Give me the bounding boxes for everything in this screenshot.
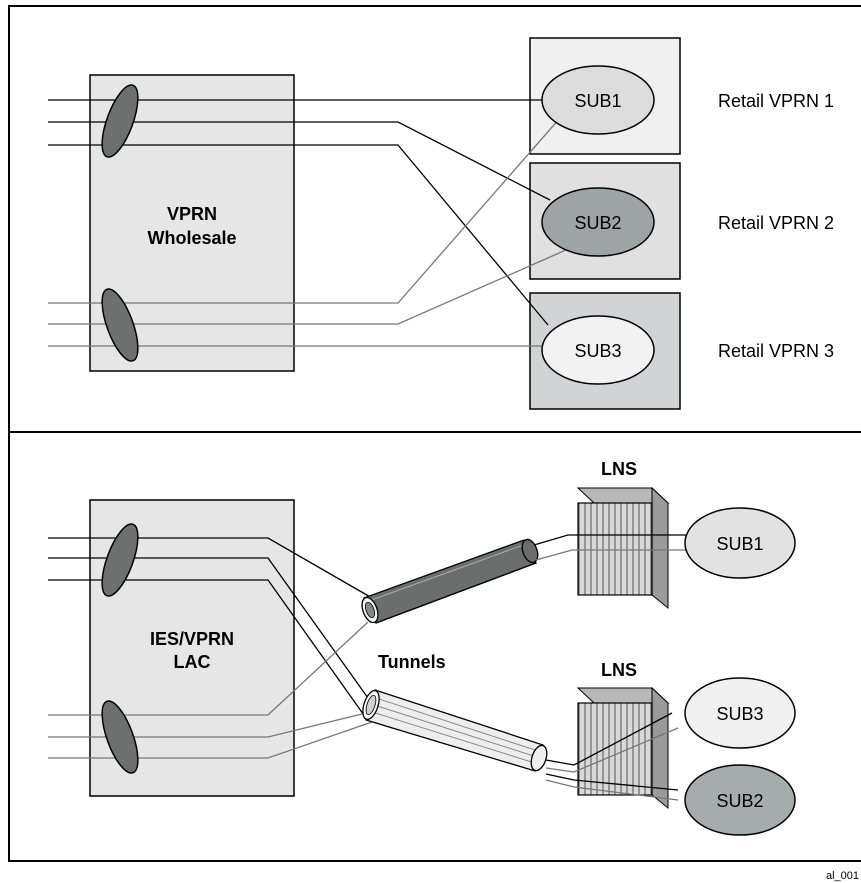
wholesale-label-line2: Wholesale xyxy=(147,228,236,248)
tunnel-exit-lines xyxy=(533,534,690,801)
bottom-sub3-label: SUB3 xyxy=(716,704,763,724)
bottom-panel xyxy=(8,431,861,862)
bottom-sub2-label: SUB2 xyxy=(716,791,763,811)
figure-code: al_001 xyxy=(826,870,859,882)
tunnel-dark xyxy=(361,538,539,624)
top-sub3-oval xyxy=(541,315,655,385)
wholesale-sap-oval-top xyxy=(101,84,139,158)
bottom-sub2-oval xyxy=(684,764,796,836)
bottom-sub1-label: SUB1 xyxy=(716,534,763,554)
top-sub2-oval xyxy=(541,187,655,257)
lns-2-device xyxy=(576,686,670,810)
retail-vprn-3-label: Retail VPRN 3 xyxy=(718,341,834,361)
wholesale-label-line1: VPRN xyxy=(167,204,217,224)
wholesale-sap-oval-bottom xyxy=(101,288,139,362)
top-sub2-label: SUB2 xyxy=(574,213,621,233)
tunnel-light xyxy=(362,689,548,772)
top-sub3-label: SUB3 xyxy=(574,341,621,361)
lac-label-line1: IES/VPRN xyxy=(150,629,234,649)
tunnels-label: Tunnels xyxy=(378,652,446,672)
lns-1-label: LNS xyxy=(601,459,637,479)
lac-label-line2: LAC xyxy=(174,652,211,672)
bottom-sub1-oval xyxy=(684,507,796,579)
lns-1-device xyxy=(576,486,670,610)
top-sub1-oval xyxy=(541,65,655,135)
bottom-sub3-oval xyxy=(684,677,796,749)
top-sub1-label: SUB1 xyxy=(574,91,621,111)
lns-2-label: LNS xyxy=(601,660,637,680)
retail-vprn-1-label: Retail VPRN 1 xyxy=(718,91,834,111)
lac-sap-oval-top xyxy=(101,523,139,597)
lac-sap-oval-bottom xyxy=(101,700,139,774)
retail-vprn-2-label: Retail VPRN 2 xyxy=(718,213,834,233)
